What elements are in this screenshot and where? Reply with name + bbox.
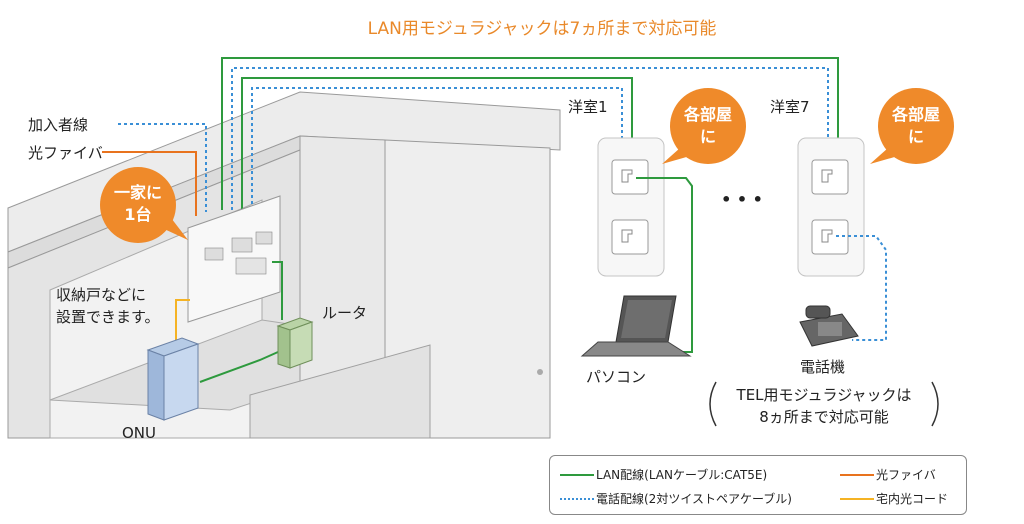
distribution-panel [187, 195, 281, 323]
tel-note-line-1: TEL用モジュラジャックは [736, 386, 912, 404]
each-room-text-1a: 各部屋 [683, 105, 732, 124]
pc-label: パソコン [586, 368, 646, 386]
one-per-home-text-1: 一家に [114, 183, 162, 202]
legend-indoor-cord: 宅内光コード [840, 490, 948, 507]
phone-label: 電話機 [800, 358, 845, 376]
tel-note-line-2: 8ヵ所まで対応可能 [759, 408, 889, 426]
one-per-home-text-2: 1台 [124, 205, 151, 224]
one-per-home-bubble: 一家に 1台 [100, 167, 188, 243]
wall-plate-room7 [797, 137, 865, 277]
laptop-icon [580, 295, 692, 357]
onu-device [146, 337, 200, 421]
legend-fiber: 光ファイバ [840, 466, 936, 483]
storage-cabinet [7, 91, 561, 439]
ellipsis-dots: • • • [721, 190, 763, 209]
backbone-wiring [221, 57, 839, 210]
storage-note-line-2: 設置できます。 [56, 308, 160, 326]
telephone-icon [799, 305, 859, 347]
each-room-bubble-1: 各部屋 に [662, 88, 746, 164]
room1-label: 洋室1 [568, 98, 608, 116]
storage-note-line-1: 収納戸などに [56, 286, 146, 304]
legend-lan: LAN配線(LANケーブル:CAT5E) [560, 466, 767, 483]
local-wiring [175, 261, 283, 383]
legend-fiber-swatch [840, 473, 874, 476]
each-room-text-7a: 各部屋 [891, 105, 940, 124]
each-room-bubble-7: 各部屋 に [870, 88, 954, 164]
legend-tel: 電話配線(2対ツイストペアケーブル) [560, 490, 792, 507]
router-label: ルータ [322, 304, 367, 322]
legend-tel-swatch [560, 497, 594, 500]
incoming-lines [102, 123, 207, 216]
optical-fiber-label: 光ファイバ [28, 144, 103, 162]
each-room-text-7b: に [908, 127, 924, 146]
phone-tel-cable [836, 235, 887, 341]
legend-tel-text: 電話配線(2対ツイストペアケーブル) [596, 492, 792, 506]
router-device [276, 317, 314, 369]
legend-fiber-text: 光ファイバ [876, 468, 936, 482]
each-room-text-1b: に [700, 127, 716, 146]
legend-indoor-cord-swatch [840, 497, 874, 500]
room7-label: 洋室7 [770, 98, 810, 116]
tel-note-left-paren [709, 381, 717, 427]
diagram-title: LAN用モジュラジャックは7ヵ所まで対応可能 [368, 19, 717, 39]
legend-lan-text: LAN配線(LANケーブル:CAT5E) [596, 468, 768, 482]
legend-lan-swatch [560, 473, 594, 476]
onu-label: ONU [122, 424, 156, 442]
legend-indoor-cord-text: 宅内光コード [876, 492, 949, 506]
tel-note-right-paren [931, 381, 939, 427]
wall-plate-room1 [597, 137, 665, 277]
legend-box: LAN配線(LANケーブル:CAT5E) 電話配線(2対ツイストペアケーブル) … [549, 455, 967, 515]
subscriber-line-label: 加入者線 [28, 116, 88, 134]
